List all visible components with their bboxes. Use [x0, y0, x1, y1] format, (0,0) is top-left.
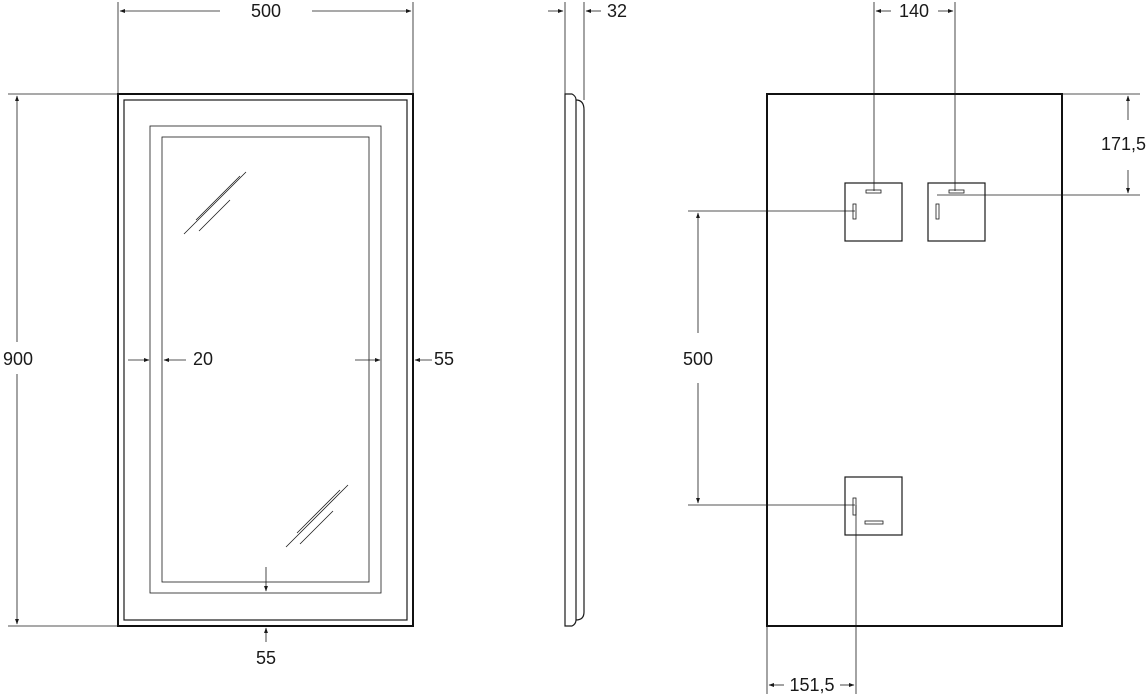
- mounting-bracket-top-left: [844, 182, 903, 242]
- dim-inset: 20: [128, 349, 213, 369]
- led-strip-outer: [149, 125, 382, 594]
- dim-bracket-left: 151,5: [766, 505, 857, 695]
- label-depth: 32: [607, 1, 627, 21]
- mounting-bracket-bottom: [844, 476, 903, 536]
- mirror-outer-frame: [117, 93, 414, 627]
- label-front-width: 500: [251, 1, 281, 21]
- side-view: 32: [548, 1, 627, 627]
- dim-front-width: 500: [117, 1, 414, 94]
- dim-depth: 32: [548, 1, 627, 100]
- dim-bracket-spacing: 140: [873, 1, 956, 191]
- dim-front-height: 900: [3, 93, 118, 627]
- mirror-back-panel: [766, 93, 1063, 627]
- mirror-side-profile: [564, 93, 577, 627]
- glass-reflection-bottom: [285, 484, 349, 548]
- label-front-height: 900: [3, 349, 33, 369]
- label-bracket-left: 151,5: [789, 675, 834, 695]
- dim-margin-bottom: 55: [256, 567, 276, 668]
- label-bracket-vertical: 500: [683, 349, 713, 369]
- label-margin-bottom: 55: [256, 648, 276, 668]
- back-view: 140 171,5 500 151,5: [683, 1, 1146, 695]
- mounting-bracket-top-right: [927, 182, 986, 242]
- front-view: 500 900 20 55 55: [3, 1, 454, 668]
- label-bracket-top: 171,5: [1101, 134, 1146, 154]
- mirror-inner-frame: [123, 99, 408, 621]
- label-inset: 20: [193, 349, 213, 369]
- label-bracket-spacing: 140: [899, 1, 929, 21]
- label-margin-right: 55: [434, 349, 454, 369]
- dim-bracket-top: 171,5: [937, 93, 1146, 196]
- glass-reflection-top: [183, 171, 247, 235]
- dim-margin-right: 55: [355, 349, 454, 369]
- dim-bracket-vertical: 500: [683, 210, 855, 506]
- led-strip-inner: [161, 136, 370, 583]
- mirror-side-frame: [575, 99, 585, 621]
